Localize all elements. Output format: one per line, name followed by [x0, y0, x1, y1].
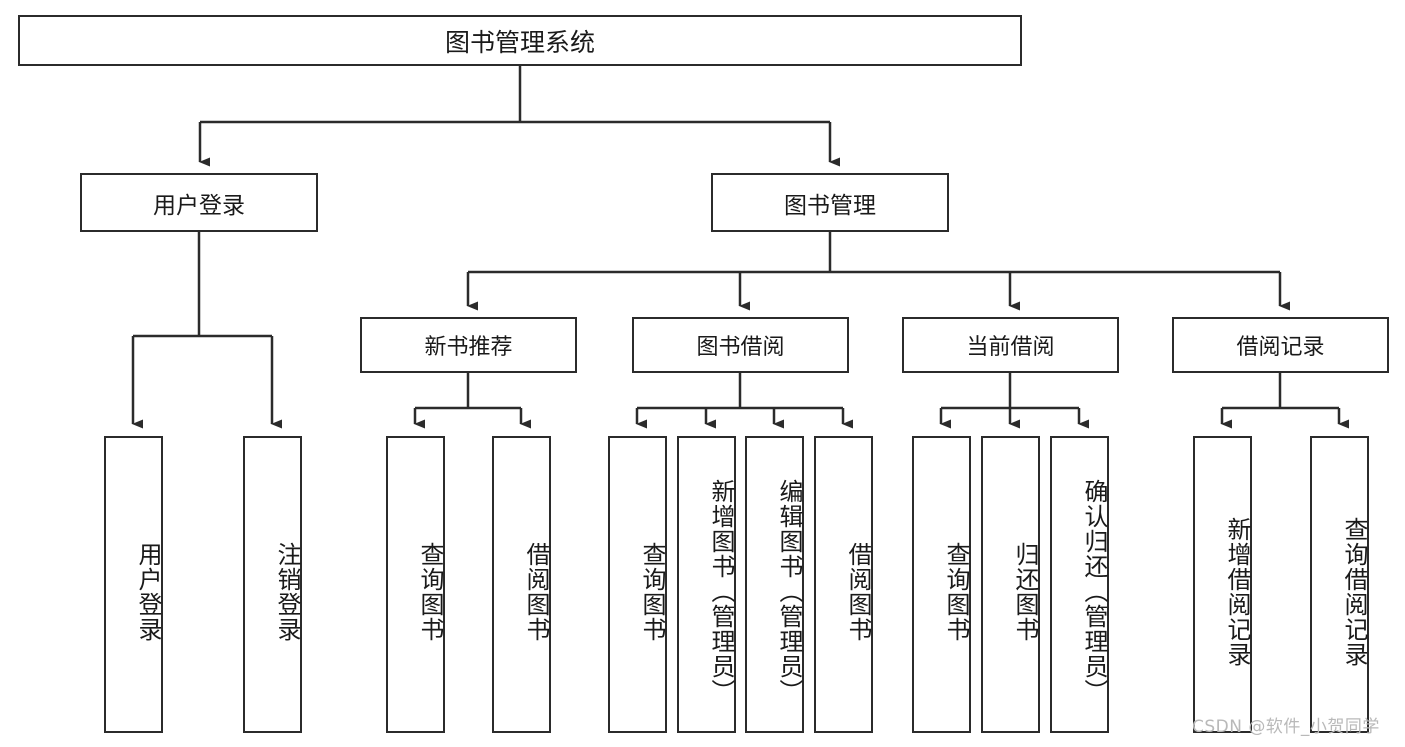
- node-label: 图书管理: [784, 192, 876, 219]
- node-label: 借阅图书: [522, 541, 550, 642]
- node-label: 用户登录: [134, 541, 162, 642]
- leaf-add-borrow-record[interactable]: 新增借阅记录: [1193, 436, 1252, 733]
- leaf-logout-login[interactable]: 注销登录: [243, 436, 302, 733]
- watermark: CSDN @软件_小贺同学: [1192, 717, 1380, 737]
- node-label: 图书借阅: [696, 335, 785, 360]
- node-book-borrow[interactable]: 图书借阅: [632, 317, 849, 373]
- leaf-query-book-borrow[interactable]: 查询图书: [608, 436, 667, 733]
- node-label: 新增借阅记录: [1223, 516, 1251, 667]
- node-label: 新增图书（管理员）: [707, 479, 735, 704]
- node-label: 注销登录: [273, 541, 301, 642]
- node-label: 确认归还（管理员）: [1080, 479, 1108, 704]
- leaf-query-book-current[interactable]: 查询图书: [912, 436, 971, 733]
- node-current-borrow[interactable]: 当前借阅: [902, 317, 1119, 373]
- node-new-book-recommend[interactable]: 新书推荐: [360, 317, 577, 373]
- node-label: 借阅图书: [844, 541, 872, 642]
- leaf-add-book-admin[interactable]: 新增图书（管理员）: [677, 436, 736, 733]
- node-book-management[interactable]: 图书管理: [711, 173, 949, 232]
- node-label: 图书管理系统: [444, 27, 595, 57]
- node-label: 查询图书: [942, 541, 970, 642]
- node-label: 归还图书: [1011, 541, 1039, 642]
- leaf-user-login[interactable]: 用户登录: [104, 436, 163, 733]
- node-label: 当前借阅: [966, 335, 1055, 360]
- node-borrow-record[interactable]: 借阅记录: [1172, 317, 1389, 373]
- node-user-login[interactable]: 用户登录: [80, 173, 318, 232]
- node-label: 新书推荐: [424, 335, 513, 360]
- leaf-borrow-book[interactable]: 借阅图书: [814, 436, 873, 733]
- leaf-return-book[interactable]: 归还图书: [981, 436, 1040, 733]
- node-label: 借阅记录: [1236, 335, 1325, 360]
- node-label: 用户登录: [153, 192, 245, 219]
- leaf-borrow-book-recommend[interactable]: 借阅图书: [492, 436, 551, 733]
- leaf-query-borrow-record[interactable]: 查询借阅记录: [1310, 436, 1369, 733]
- node-label: 查询借阅记录: [1340, 516, 1368, 667]
- node-book-management-system[interactable]: 图书管理系统: [18, 15, 1022, 66]
- leaf-edit-book-admin[interactable]: 编辑图书（管理员）: [745, 436, 804, 733]
- node-label: 编辑图书（管理员）: [775, 479, 803, 704]
- node-label: 查询图书: [416, 541, 444, 642]
- leaf-confirm-return-admin[interactable]: 确认归还（管理员）: [1050, 436, 1109, 733]
- node-label: 查询图书: [638, 541, 666, 642]
- leaf-query-book-recommend[interactable]: 查询图书: [386, 436, 445, 733]
